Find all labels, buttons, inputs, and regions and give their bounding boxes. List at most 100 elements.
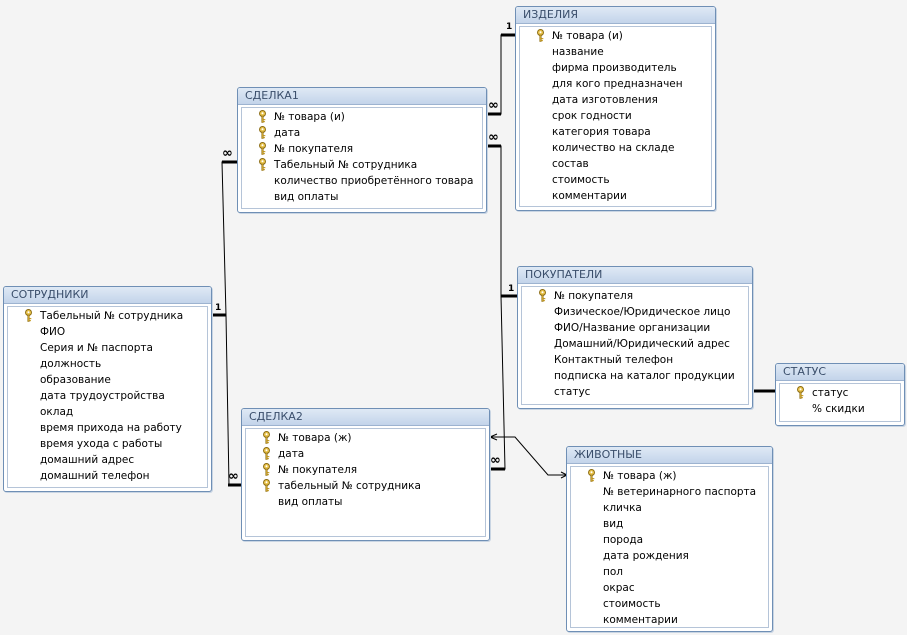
field-name: порода <box>603 534 644 546</box>
field-name: № товара (ж) <box>278 432 352 444</box>
table-title[interactable]: ИЗДЕЛИЯ <box>516 7 715 24</box>
field-row[interactable]: вид оплаты <box>246 494 485 510</box>
field-row[interactable]: срок годности <box>520 108 711 124</box>
field-row[interactable]: № покупателя <box>246 462 485 478</box>
field-name: Домашний/Юридический адрес <box>554 338 730 350</box>
field-row[interactable]: Табельный № сотрудника <box>242 157 482 173</box>
field-row[interactable]: стоимость <box>520 172 711 188</box>
field-row[interactable]: дата трудоустройства <box>8 388 207 404</box>
field-row[interactable]: Табельный № сотрудника <box>8 308 207 324</box>
field-row[interactable]: кличка <box>571 500 768 516</box>
field-row[interactable]: дата <box>246 446 485 462</box>
field-row[interactable]: стоимость <box>571 596 768 612</box>
cardinality-one-pokupateli: 1 <box>508 284 515 294</box>
primary-key-icon <box>262 463 271 476</box>
key-icon <box>537 29 544 42</box>
key-icon <box>259 142 266 155</box>
field-row[interactable]: домашний телефон <box>8 468 207 484</box>
key-icon <box>263 463 270 476</box>
field-row[interactable]: табельный № сотрудника <box>246 478 485 494</box>
field-row[interactable]: Домашний/Юридический адрес <box>522 336 748 352</box>
relationship-pokupateli-sdelka2 <box>490 295 506 470</box>
field-row[interactable]: № товара (и) <box>242 109 482 125</box>
field-row[interactable]: окрас <box>571 580 768 596</box>
field-row[interactable]: название <box>520 44 711 60</box>
table-title[interactable]: СТАТУС <box>776 364 904 381</box>
field-row[interactable]: время прихода на работу <box>8 420 207 436</box>
field-row[interactable]: домашний адрес <box>8 452 207 468</box>
field-row[interactable]: дата рождения <box>571 548 768 564</box>
field-row[interactable]: комментарии <box>571 612 768 628</box>
field-row[interactable]: время ухода с работы <box>8 436 207 452</box>
table-title[interactable]: ЖИВОТНЫЕ <box>567 447 772 464</box>
field-row[interactable]: статус <box>780 385 900 401</box>
key-icon <box>259 110 266 123</box>
field-row[interactable]: категория товара <box>520 124 711 140</box>
field-row[interactable]: № товара (ж) <box>246 430 485 446</box>
field-name: время ухода с работы <box>40 438 163 450</box>
field-row[interactable]: оклад <box>8 404 207 420</box>
field-name: оклад <box>40 406 74 418</box>
field-row[interactable]: % скидки <box>780 401 900 417</box>
field-row[interactable]: № покупателя <box>522 288 748 304</box>
field-row[interactable]: статус <box>522 384 748 400</box>
table-title[interactable]: ПОКУПАТЕЛИ <box>518 267 752 284</box>
field-row[interactable]: ФИО/Название организации <box>522 320 748 336</box>
field-row[interactable]: № товара (и) <box>520 28 711 44</box>
field-row[interactable]: образование <box>8 372 207 388</box>
relationship-sotrudniki-sdelka2 <box>225 314 242 486</box>
field-row[interactable]: Серия и № паспорта <box>8 340 207 356</box>
field-row[interactable]: № ветеринарного паспорта <box>571 484 768 500</box>
field-name: Контактный телефон <box>554 354 674 366</box>
field-name: домашний адрес <box>40 454 135 466</box>
field-row[interactable]: дата <box>242 125 482 141</box>
primary-key-icon <box>258 142 267 155</box>
field-row[interactable]: количество приобретённого товара <box>242 173 482 189</box>
field-row[interactable]: фирма производитель <box>520 60 711 76</box>
field-row[interactable]: состав <box>520 156 711 172</box>
field-name: Физическое/Юридическое лицо <box>554 306 731 318</box>
field-row[interactable]: Контактный телефон <box>522 352 748 368</box>
field-row[interactable]: должность <box>8 356 207 372</box>
field-row[interactable]: количество на складе <box>520 140 711 156</box>
primary-key-icon <box>258 110 267 123</box>
field-name: дата изготовления <box>552 94 658 106</box>
field-name: время прихода на работу <box>40 422 182 434</box>
field-row[interactable]: вид оплаты <box>242 189 482 205</box>
table-title[interactable]: СДЕЛКА2 <box>242 409 489 426</box>
field-row[interactable]: ФИО <box>8 324 207 340</box>
field-row[interactable]: вид <box>571 516 768 532</box>
field-row[interactable]: подписка на каталог продукции <box>522 368 748 384</box>
field-row[interactable]: комментарии <box>520 188 711 204</box>
field-row[interactable]: для кого предназначен <box>520 76 711 92</box>
field-name: комментарии <box>603 614 678 626</box>
field-name: Табельный № сотрудника <box>274 159 418 171</box>
field-row[interactable]: Физическое/Юридическое лицо <box>522 304 748 320</box>
field-row[interactable]: пол <box>571 564 768 580</box>
field-name: № товара (и) <box>552 30 623 42</box>
key-icon <box>259 158 266 171</box>
field-row[interactable]: № товара (ж) <box>571 468 768 484</box>
table-status[interactable]: СТАТУС статус% скидки <box>775 363 905 426</box>
field-name: срок годности <box>552 110 632 122</box>
cardinality-many-sotrudniki-sdelka2: ∞ <box>228 469 239 484</box>
field-name: вид оплаты <box>278 496 343 508</box>
field-row[interactable]: дата изготовления <box>520 92 711 108</box>
table-title[interactable]: СОТРУДНИКИ <box>4 287 211 304</box>
field-name: дата рождения <box>603 550 689 562</box>
cardinality-many-pokupateli-sdelka2: ∞ <box>490 453 501 468</box>
primary-key-icon <box>262 431 271 444</box>
field-row[interactable]: порода <box>571 532 768 548</box>
table-zhivotnye[interactable]: ЖИВОТНЫЕ № товара (ж)№ ветеринарного пас… <box>566 446 773 632</box>
table-title[interactable]: СДЕЛКА1 <box>238 88 486 105</box>
field-name: подписка на каталог продукции <box>554 370 735 382</box>
field-row[interactable]: № покупателя <box>242 141 482 157</box>
